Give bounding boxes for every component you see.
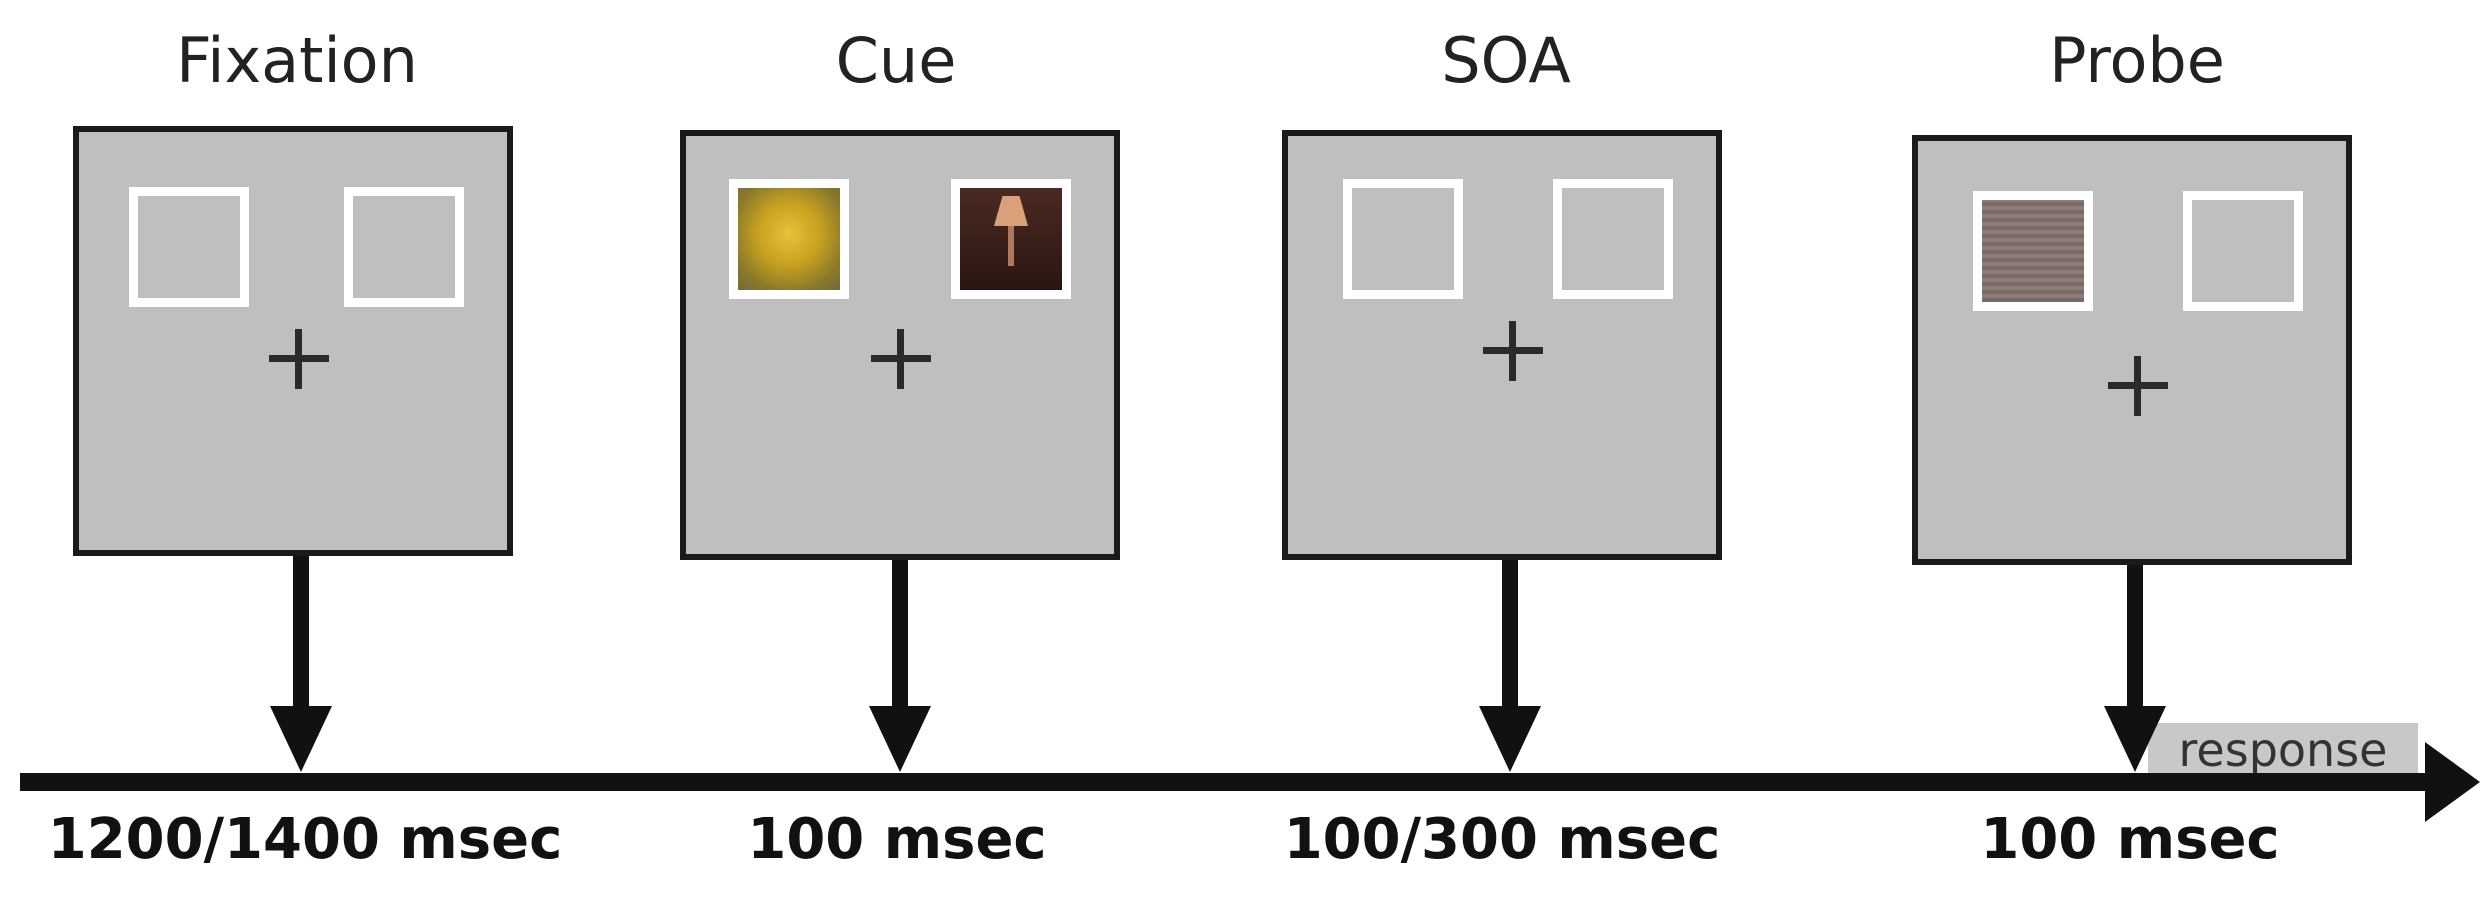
fixation-cross-icon (269, 329, 329, 389)
timeline-arrowhead (2425, 742, 2480, 822)
probe-pattern-image (1982, 200, 2084, 302)
soa-screen (1282, 130, 1722, 560)
frame-title-cue: Cue (835, 24, 957, 97)
timeline-axis (20, 773, 2440, 791)
right-cue-image (951, 179, 1071, 299)
fixation-cross-icon (871, 329, 931, 389)
fixation-screen (73, 126, 513, 556)
left-placeholder-box (129, 187, 249, 307)
right-placeholder-box (1553, 179, 1673, 299)
arrow-fixation-head (270, 706, 332, 772)
left-placeholder-box (1343, 179, 1463, 299)
arrow-soa-shaft (1502, 560, 1518, 710)
frame-title-soa: SOA (1441, 24, 1571, 97)
arrow-fixation-shaft (293, 556, 309, 710)
right-placeholder-box (344, 187, 464, 307)
arrow-cue-shaft (892, 560, 908, 710)
arrow-soa-head (1479, 706, 1541, 772)
dog-toy-image (738, 188, 840, 290)
fixation-cross-icon (1483, 321, 1543, 381)
arrow-probe-shaft (2127, 565, 2143, 710)
arrow-probe-head (2104, 706, 2166, 772)
timing-probe: 100 msec (1980, 807, 2280, 872)
fixation-cross-icon (2108, 356, 2168, 416)
frame-title-fixation: Fixation (176, 24, 418, 97)
cue-screen (680, 130, 1120, 560)
lamp-image (960, 188, 1062, 290)
timing-fixation: 1200/1400 msec (47, 807, 563, 872)
left-probe-box (1973, 191, 2093, 311)
response-label: response (2148, 723, 2418, 778)
timing-cue: 100 msec (747, 807, 1047, 872)
left-cue-image (729, 179, 849, 299)
probe-screen (1912, 135, 2352, 565)
right-placeholder-box (2183, 191, 2303, 311)
arrow-cue-head (869, 706, 931, 772)
frame-title-probe: Probe (2049, 24, 2225, 97)
timing-soa: 100/300 msec (1283, 807, 1721, 872)
